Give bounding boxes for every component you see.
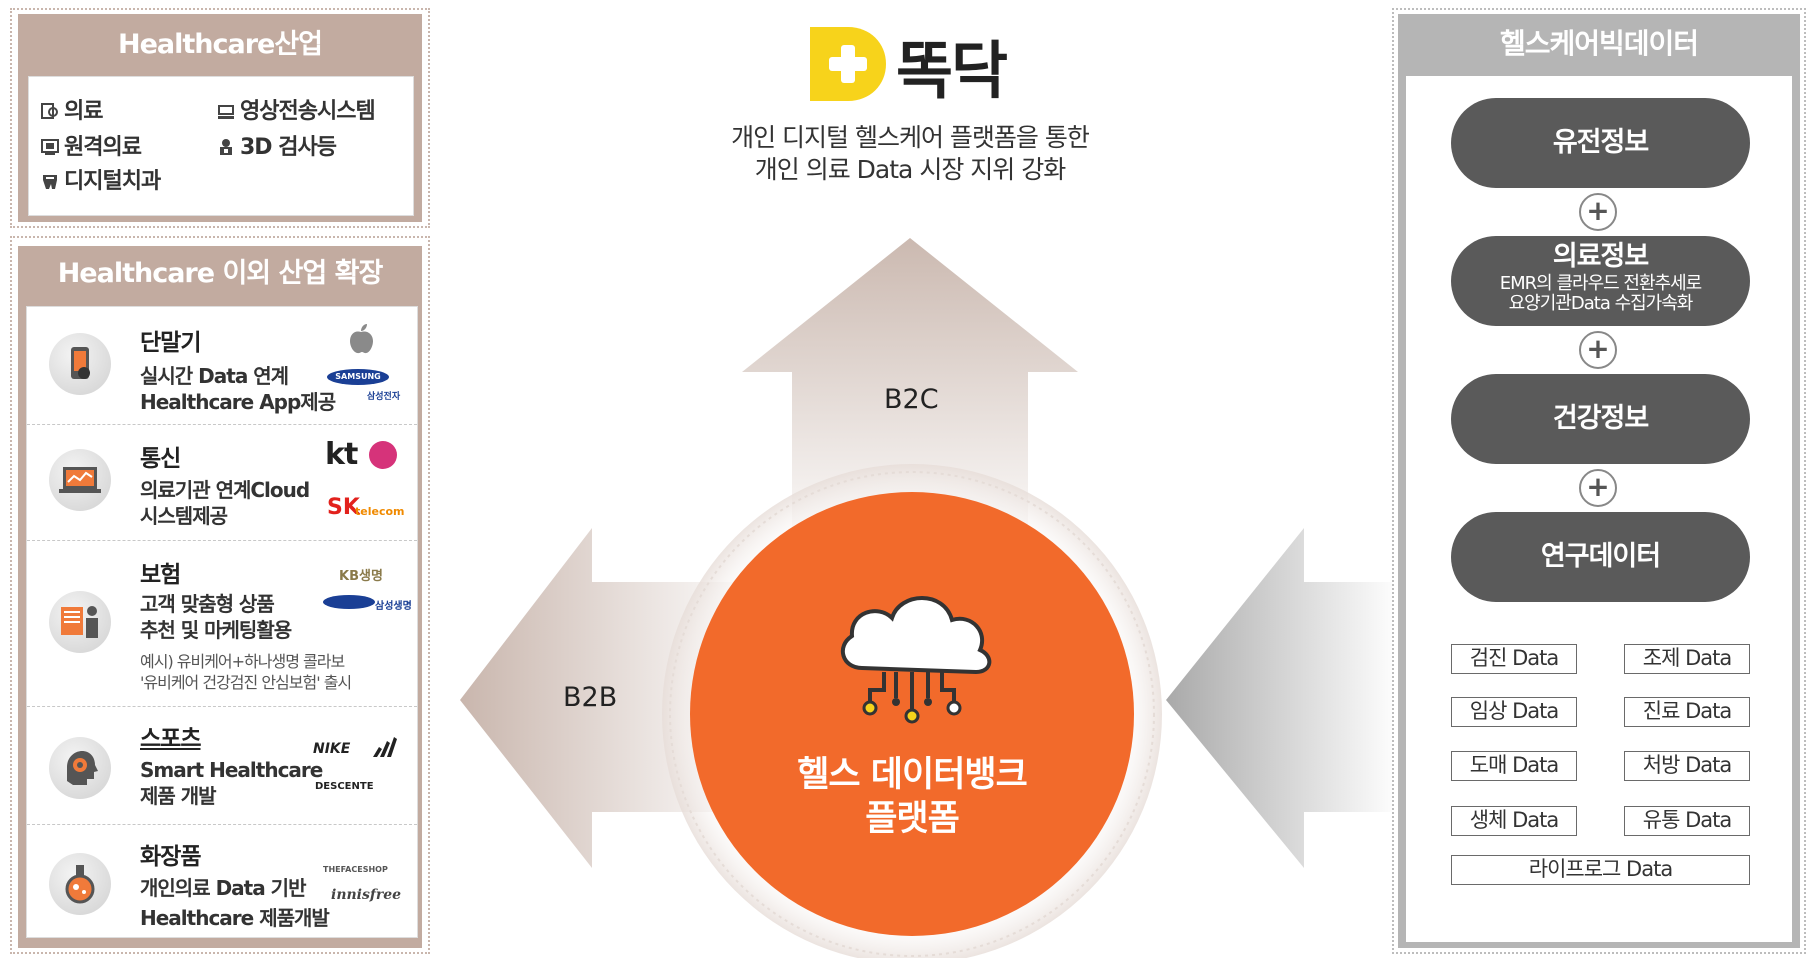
b2b-label: B2B [563,682,618,713]
faceshop-logo: THEFACESHOP [323,865,388,874]
extension-row-sports: 스포츠 Smart Healthcare 제품 개발 NIKE DESCENTE [27,707,417,825]
apple-logo-icon [350,324,373,354]
industry-item-label: 3D 검사등 [240,135,337,160]
sk-logo-sub: telecom [355,505,405,518]
b2c-label: B2C [884,384,939,415]
ttokdak-logo-icon [810,27,886,101]
extension-desc: 제품 개발 [140,784,217,808]
innisfree-logo: innisfree [331,887,402,903]
brand-name: 똑닥 [896,34,1008,107]
tooth-icon [43,175,57,189]
head-gear-icon [49,737,111,799]
data-box-prescription: 처방 Data [1624,751,1750,781]
platform-ring [669,471,1155,957]
lgu-logo [369,441,397,469]
industry-panel [10,8,430,228]
samsung-life-logo-sub: 삼성생명 [375,601,412,612]
extension-desc: Smart Healthcare [140,758,323,782]
nike-logo: NIKE [313,741,351,757]
samsung-logo-sub: 삼성전자 [367,392,401,402]
data-box-clinical: 임상 Data [1451,697,1577,727]
data-box-wholesale: 도매 Data [1451,751,1577,781]
extension-desc: 실시간 Data 연계 [140,364,289,388]
kb-life-logo: KB생명 [339,569,383,584]
extension-panel [10,236,430,954]
data-input-arrow [1166,528,1400,868]
monitor-icon [218,105,234,119]
extension-desc: 개인의료 Data 기반 [140,876,306,900]
pill-medical-info: 의료정보 EMR의 클라우드 전환추세로 요양기관Data 수집가속화 [1451,236,1750,326]
extension-desc: 고객 맞춤형 상품 [140,592,275,616]
pill-research-data: 연구데이터 [1451,512,1750,602]
industry-item-label: 디지털치과 [64,169,161,194]
pill-title: 유전정보 [1552,127,1649,158]
pill-subtitle: 요양기관Data 수집가속화 [1508,293,1694,314]
extension-row-telecom: 통신 의료기관 연계Cloud 시스템제공 kt SK telecom [27,425,417,541]
center-subtitle-line1: 개인 디지털 헬스케어 플랫폼을 통한 [731,123,1090,152]
document-person-icon [49,591,111,653]
pill-title: 연구데이터 [1540,541,1661,572]
adidas-logo-icon [373,737,397,757]
scanner-icon [220,139,232,155]
sk-logo: SK [327,495,360,520]
industry-item-telemedicine: 원격의료 [41,129,142,161]
data-box-treatment: 진료 Data [1624,697,1750,727]
extension-title: 스포츠 [140,726,201,752]
pill-genetic-info: 유전정보 [1451,98,1750,188]
extension-panel-title: Healthcare 이외 산업 확장 [18,246,422,302]
extension-row-cosmetics: 화장품 개인의료 Data 기반 Healthcare 제품개발 THEFACE… [27,825,417,939]
pill-title: 의료정보 [1552,241,1649,272]
data-box-dispensing: 조제 Data [1624,644,1750,674]
plus-icon: + [1579,331,1617,369]
pill-health-info: 건강정보 [1451,374,1750,464]
extension-desc: 의료기관 연계Cloud [140,478,310,502]
computer-icon [41,139,59,155]
data-box-distribution: 유통 Data [1624,806,1750,836]
industry-item-medical: 의료 [41,93,103,125]
center-subtitle-line2: 개인 의료 Data 시장 지위 강화 [754,155,1066,184]
data-box-biometric: 생체 Data [1451,806,1577,836]
industry-item-imaging: 영상전송시스템 [217,93,376,125]
extension-row-insurance: 보험 고객 맞춤형 상품 추천 및 마케팅활용 예시) 유비케어+하나생명 콜라… [27,541,417,707]
platform-title-line1: 헬스 데이터뱅크 [797,755,1028,795]
extension-desc: 추천 및 마케팅활용 [140,618,292,642]
cloud-network-icon [840,596,992,724]
industry-item-label: 원격의료 [64,135,142,160]
industry-item-dental: 디지털치과 [41,163,161,195]
pill-subtitle: EMR의 클라우드 전환추세로 [1499,273,1702,294]
samsung-life-logo [323,595,375,609]
extension-title: 통신 [140,446,181,472]
extension-desc: 시스템제공 [140,504,228,528]
industry-list: 의료 영상전송시스템 원격의료 3D 검사등 디지털치과 [28,76,414,216]
extension-row-device: 단말기 실시간 Data 연계 Healthcare App제공 SAMSUNG… [27,307,417,425]
extension-list: 단말기 실시간 Data 연계 Healthcare App제공 SAMSUNG… [26,306,418,938]
plus-icon: + [1579,469,1617,507]
laptop-chart-icon [49,449,111,511]
extension-note: '유비케어 건강검진 안심보험' 출시 [140,673,352,692]
extension-desc: Healthcare 제품개발 [140,906,330,930]
medical-icon [41,103,58,119]
kt-logo: kt [325,437,358,472]
samsung-logo: SAMSUNG [327,369,389,385]
descente-logo: DESCENTE [315,781,374,792]
platform-title-line2: 플랫폼 [865,799,960,839]
data-box-checkup: 검진 Data [1451,644,1577,674]
bigdata-panel-title: 헬스케어빅데이터 [1398,14,1800,74]
industry-item-label: 의료 [64,99,103,124]
extension-title: 보험 [140,562,181,588]
industry-item-label: 영상전송시스템 [240,99,376,124]
industry-item-3d-scan: 3D 검사등 [217,129,337,161]
extension-title: 단말기 [140,330,201,356]
flask-icon [49,853,111,915]
data-box-lifelog: 라이프로그 Data [1451,855,1750,885]
extension-desc: Healthcare App제공 [140,390,336,414]
pill-title: 건강정보 [1552,403,1649,434]
extension-note: 예시) 유비케어+하나생명 콜라보 [140,652,345,671]
extension-title: 화장품 [140,844,201,870]
phone-icon [49,333,111,395]
industry-panel-title: Healthcare산업 [18,14,422,76]
plus-icon: + [1579,193,1617,231]
